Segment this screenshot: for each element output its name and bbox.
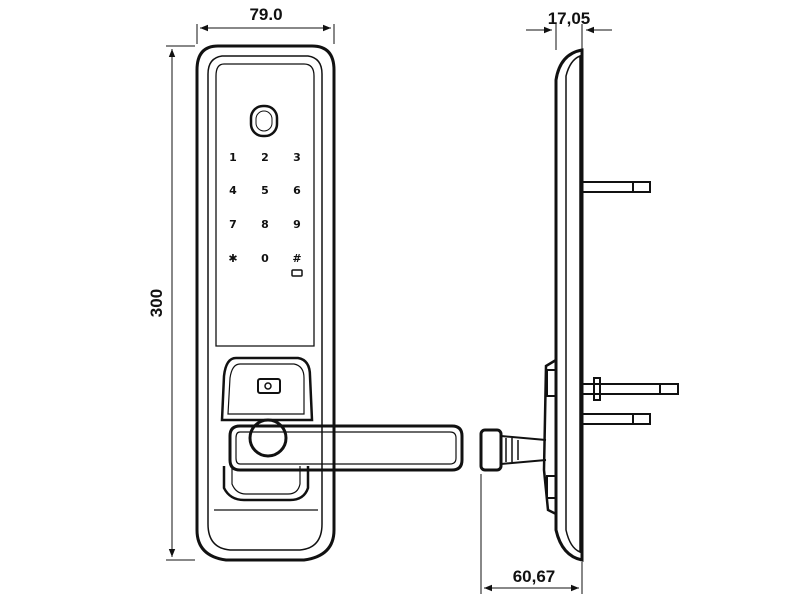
top-spindle bbox=[581, 181, 651, 193]
keypad: 1 2 3 4 5 6 7 8 9 ✱ 0 # bbox=[228, 151, 303, 277]
lock-indicator-icon bbox=[291, 269, 303, 277]
front-view: 1 2 3 4 5 6 7 8 9 ✱ 0 # bbox=[195, 44, 464, 562]
side-view bbox=[479, 48, 679, 562]
key-4[interactable]: 4 bbox=[229, 184, 237, 197]
handle-housing bbox=[220, 356, 314, 422]
key-1[interactable]: 1 bbox=[229, 151, 237, 164]
key-3[interactable]: 3 bbox=[293, 151, 301, 164]
key-8[interactable]: 8 bbox=[261, 218, 269, 231]
lower-spindle bbox=[581, 413, 651, 425]
spindle-ring bbox=[248, 418, 288, 458]
keypad-face bbox=[215, 63, 315, 347]
key-7[interactable]: 7 bbox=[229, 218, 237, 231]
side-plate bbox=[554, 48, 584, 562]
keyhole-icon bbox=[264, 382, 272, 390]
key-star[interactable]: ✱ bbox=[228, 252, 237, 265]
front-inner-panel bbox=[207, 55, 323, 551]
dimension-bottom-depth-label: 60,67 bbox=[513, 567, 556, 586]
dimension-height-label: 300 bbox=[147, 289, 166, 317]
dimension-top-depth-label: 17,05 bbox=[548, 9, 591, 28]
key-5[interactable]: 5 bbox=[261, 184, 269, 197]
dimension-width-label: 79.0 bbox=[249, 5, 282, 24]
key-9[interactable]: 9 bbox=[293, 218, 301, 231]
middle-spindle bbox=[581, 377, 679, 401]
key-6[interactable]: 6 bbox=[293, 184, 301, 197]
front-outer-body bbox=[195, 44, 336, 562]
key-hash[interactable]: # bbox=[292, 252, 301, 265]
key-2[interactable]: 2 bbox=[261, 151, 269, 164]
fingerprint-sensor-icon bbox=[249, 104, 279, 138]
lever-handle bbox=[228, 424, 464, 472]
side-lever bbox=[479, 428, 547, 472]
side-handle-housing bbox=[542, 357, 558, 517]
key-cover bbox=[257, 378, 281, 394]
dimension-lines: 79.0 300 17,05 60,67 bbox=[147, 5, 612, 594]
key-0[interactable]: 0 bbox=[261, 252, 269, 265]
